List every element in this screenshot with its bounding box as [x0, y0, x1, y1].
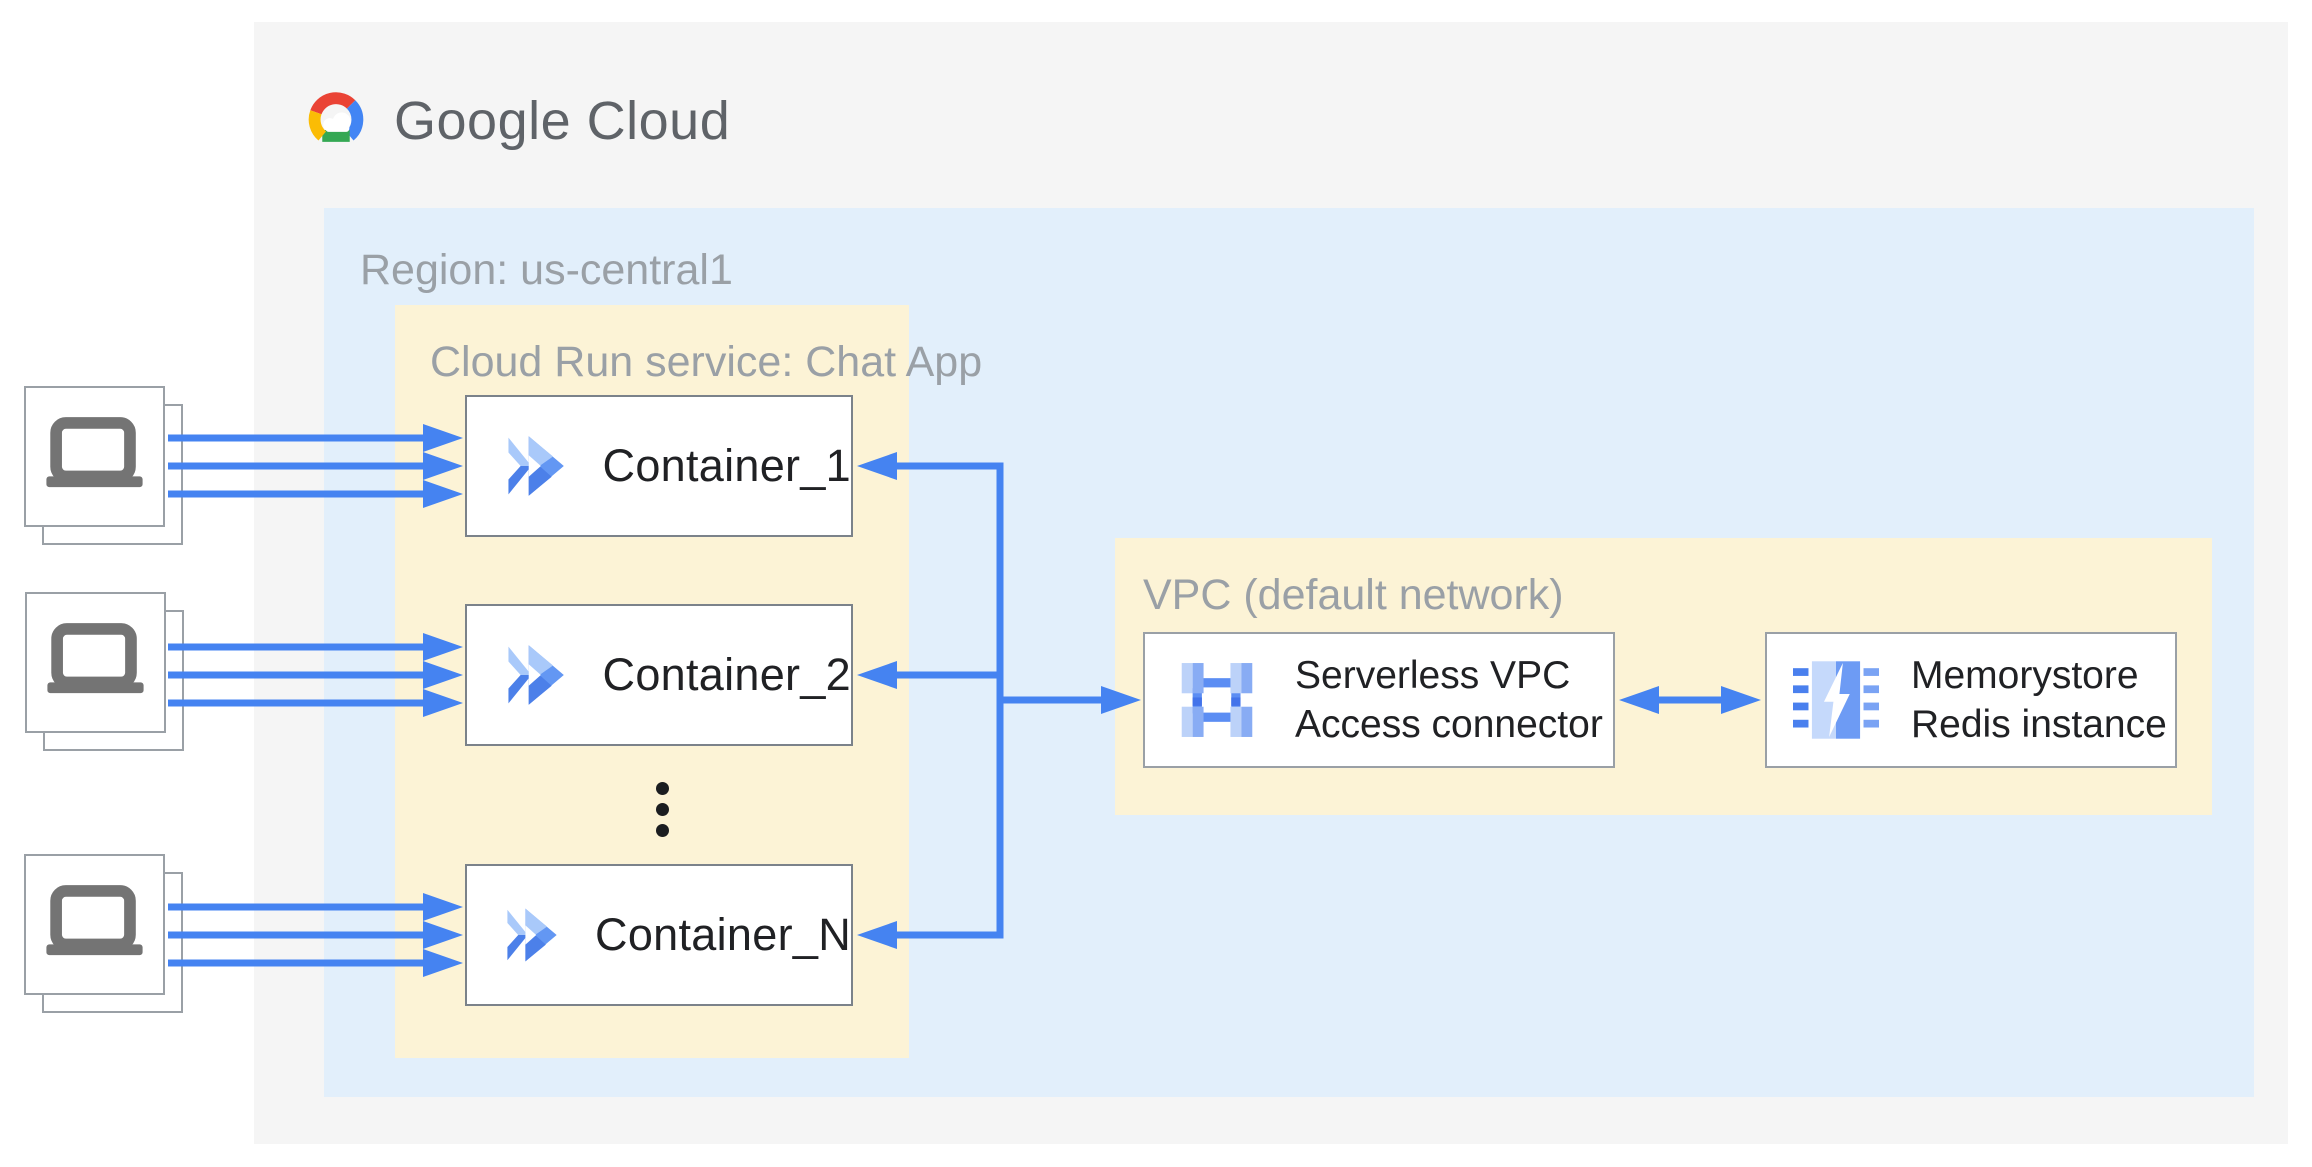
ellipsis-dot	[656, 803, 669, 816]
google-cloud-logo-icon	[308, 92, 364, 142]
client-group-3	[24, 854, 165, 995]
memorystore-redis-label: Memorystore Redis instance	[1911, 654, 2167, 746]
ellipsis-dot	[656, 824, 669, 837]
container-1-label: Container_1	[602, 440, 851, 491]
container-n-node: Container_N	[465, 864, 853, 1006]
laptop-icon	[47, 623, 144, 694]
serverless-vpc-access-icon	[1181, 663, 1253, 737]
google-cloud-logo: Google Cloud	[298, 90, 730, 152]
memorystore-icon	[1793, 661, 1879, 739]
cloud-run-service-label: Cloud Run service: Chat App	[430, 338, 983, 386]
container-2-node: Container_2	[465, 604, 853, 746]
container-1-node: Container_1	[465, 395, 853, 537]
client-group-1	[24, 386, 165, 527]
serverless-vpc-access-label: Serverless VPC Access connector	[1295, 654, 1603, 746]
laptop-icon	[46, 885, 143, 956]
laptop-icon	[46, 417, 143, 488]
cloud-run-icon	[507, 908, 557, 962]
container-2-label: Container_2	[602, 649, 851, 700]
google-cloud-logo-text: Google Cloud	[394, 91, 731, 151]
vpc-label: VPC (default network)	[1143, 571, 1564, 619]
more-containers-ellipsis	[656, 782, 669, 837]
memorystore-redis-node: Memorystore Redis instance	[1765, 632, 2177, 768]
cloud-run-icon	[508, 645, 564, 705]
container-n-label: Container_N	[595, 909, 851, 960]
ellipsis-dot	[656, 782, 669, 795]
serverless-vpc-access-connector-node: Serverless VPC Access connector	[1143, 632, 1615, 768]
cloud-run-icon	[508, 436, 564, 496]
region-label: Region: us-central1	[360, 246, 733, 294]
client-group-2	[25, 592, 166, 733]
